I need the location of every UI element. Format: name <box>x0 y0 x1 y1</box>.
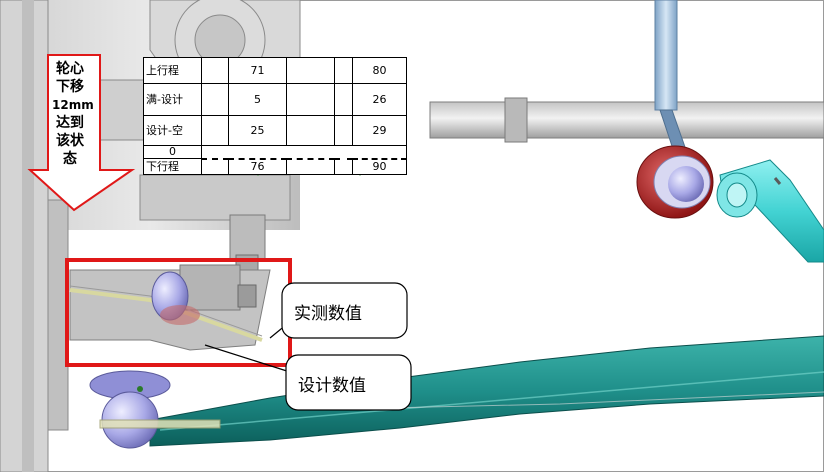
tie-rod <box>429 97 824 143</box>
upper-ball-joint <box>151 271 200 325</box>
callout-design-label: 设计数值 <box>298 376 366 396</box>
measured-line <box>69 288 263 342</box>
table-row: 满-设计 5 26 <box>143 83 407 116</box>
arrow-note-line: 该状 <box>56 133 84 149</box>
callout-measured-label: 实测数值 <box>294 304 362 324</box>
wheel-down-arrow <box>27 54 136 212</box>
table-row-zero: 0 <box>143 145 407 160</box>
arrow-note: 轮心 下移 12mm 达到 该状 态 <box>52 60 94 168</box>
wheel-hub-block <box>0 0 69 472</box>
cell-value: 90 <box>352 158 407 175</box>
cell-value: 71 <box>228 57 287 84</box>
travel-table-grid: 上行程 71 80 满-设计 5 26 设计-空 25 <box>143 57 407 175</box>
row-label: 设计-空 <box>143 115 202 146</box>
link-bushing <box>636 145 714 219</box>
table-row: 设计-空 25 29 <box>143 115 407 146</box>
row-label: 上行程 <box>143 57 202 84</box>
arrow-note-line: 态 <box>63 151 77 167</box>
callout-measured <box>269 282 408 339</box>
cell-value: 29 <box>352 115 407 146</box>
cyan-link-arm <box>716 159 824 263</box>
stabilizer-link <box>654 0 687 153</box>
row-label: 下行程 <box>143 158 202 175</box>
cell-value: 5 <box>228 83 287 116</box>
table-row: 上行程 71 80 <box>143 57 407 84</box>
row-label: 0 <box>143 145 202 159</box>
table-row: 下行程 76 90 <box>143 158 407 175</box>
travel-table: 上行程 71 80 满-设计 5 26 设计-空 25 <box>143 57 407 175</box>
design-line <box>69 285 263 337</box>
zero-dashed-line <box>201 145 407 160</box>
lower-ball-joint <box>89 370 221 449</box>
arrow-note-line: 12mm <box>52 98 94 112</box>
arrow-note-line: 达到 <box>56 115 84 131</box>
cell-value: 26 <box>352 83 407 116</box>
cell-value: 25 <box>228 115 287 146</box>
cell-value: 80 <box>352 57 407 84</box>
callout-design <box>204 344 412 411</box>
arrow-note-line: 下移 <box>56 79 84 95</box>
lower-control-arm <box>149 335 824 447</box>
row-label: 满-设计 <box>143 83 202 116</box>
cell-value: 76 <box>228 158 287 175</box>
arrow-note-line: 轮心 <box>56 61 84 77</box>
